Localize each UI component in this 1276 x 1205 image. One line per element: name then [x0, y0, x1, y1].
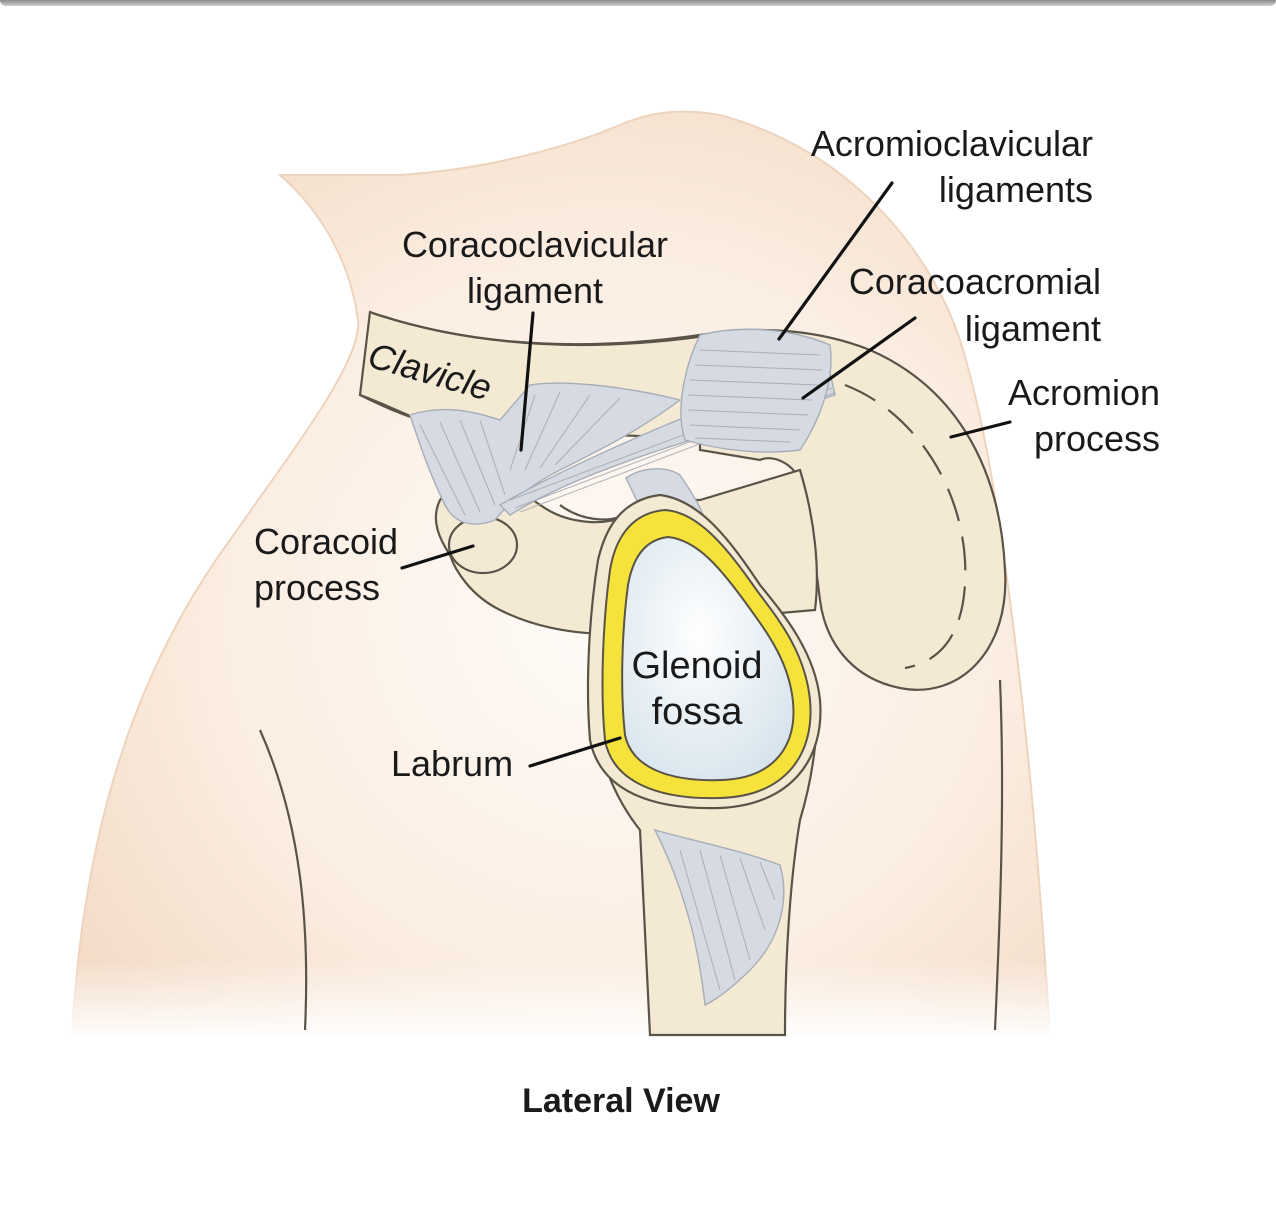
acromioclavicular-ligaments [680, 328, 832, 453]
acromion-label-line1: Acromion [1008, 372, 1160, 413]
skin-fade [60, 960, 1070, 1040]
figure-caption: Lateral View [522, 1082, 720, 1120]
coracoid-tip [447, 515, 519, 575]
glenoid-label-line1: Glenoid [632, 645, 763, 687]
acromioclavicular-label-line2: ligaments [939, 169, 1093, 210]
coracoclavicular-label-line2: ligament [467, 270, 603, 311]
coracoacromial-label-line2: ligament [965, 308, 1101, 349]
clavicle-upper-edge [371, 311, 706, 347]
acromioclavicular-label-line1: Acromioclavicular [811, 123, 1093, 164]
coracoclavicular-leader [519, 311, 535, 452]
labrum-leader [528, 736, 622, 768]
acromioclavicular-fibers [687, 349, 823, 443]
tendon-fibers [679, 849, 776, 991]
acromion-label-line2: process [1034, 418, 1160, 459]
coracoacromial-leader [801, 316, 917, 400]
glenoid-label-line2: fossa [652, 691, 744, 733]
coracoclavicular-label-line1: Coracoclavicular [402, 224, 668, 265]
coracoid-leader [400, 544, 475, 570]
acromioclavicular-leader [777, 181, 894, 341]
coracoid-label-line2: process [254, 567, 380, 608]
acromion-inner-contour [844, 383, 967, 670]
labrum-label: Labrum [391, 743, 513, 784]
coracoacromial-label-line1: Coracoacromial [849, 261, 1101, 302]
glenoid-fossa [621, 535, 795, 782]
top-border [0, 0, 1276, 6]
acromion-leader [949, 420, 1012, 439]
arm-contour-left [258, 729, 308, 1031]
coracoid-label-line1: Coracoid [254, 521, 398, 562]
arm-contour-right [993, 679, 1004, 1031]
